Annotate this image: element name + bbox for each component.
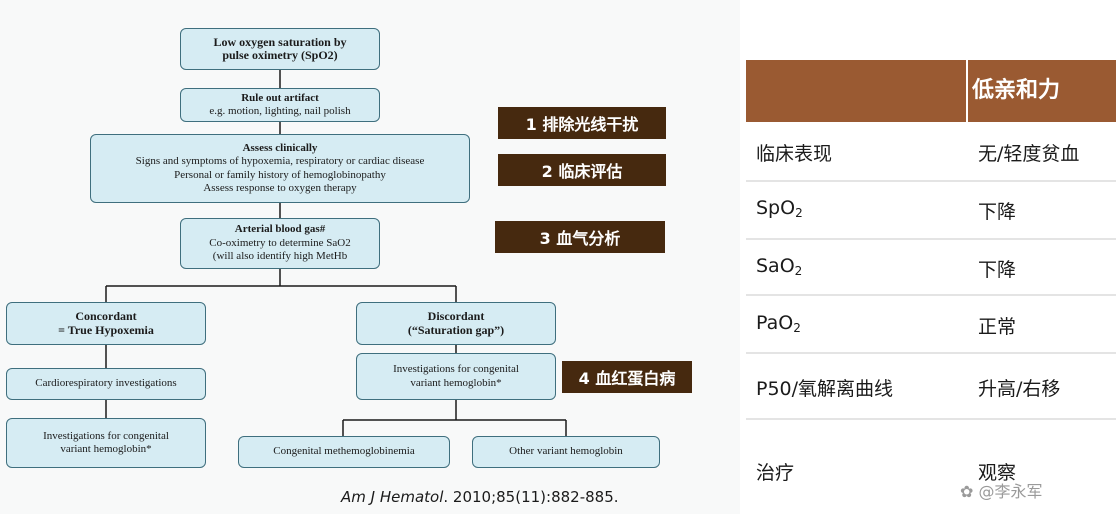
node-congenital-methemoglobinemia: Congenital methemoglobinemia — [238, 436, 450, 468]
node-discordant-line: (“Saturation gap”) — [407, 322, 505, 337]
node-concordant-title: Concordant — [75, 309, 137, 323]
row-key-subscript: 2 — [795, 206, 803, 220]
node-discordant: Discordant (“Saturation gap”) — [356, 302, 556, 345]
comparison-table: 低亲和力 临床表现 无/轻度贫血 SpO2 下降 SaO2 下降 PaO2 正常… — [746, 60, 1116, 514]
node-assess-clinically: Assess clinically Signs and symptoms of … — [90, 134, 470, 203]
node-abg-title: Arterial blood gas# — [234, 223, 326, 236]
node-inv-left-line-2: variant hemoglobin* — [60, 443, 152, 455]
table-row: 临床表现 无/轻度贫血 — [746, 122, 1116, 182]
node-assess-title: Assess clinically — [242, 141, 318, 154]
table-row: SaO2 下降 — [746, 240, 1116, 296]
row-value: 下降 — [978, 201, 1017, 223]
node-assess-line-2: Personal or family history of hemoglobin… — [174, 168, 386, 181]
row-key: 临床表现 — [756, 143, 833, 165]
citation-journal: Am J Hematol — [341, 488, 444, 506]
node-arterial-blood-gas: Arterial blood gas# Co-oximetry to deter… — [180, 218, 380, 269]
step-label-2: 2 临床评估 — [498, 154, 666, 186]
node-low-oxygen-saturation: Low oxygen saturation by pulse oximetry … — [180, 28, 380, 70]
flowchart-connectors — [105, 70, 567, 436]
row-key: PaO2 — [756, 312, 801, 335]
table-header: 低亲和力 — [746, 60, 1116, 122]
node-assess-line-1: Signs and symptoms of hypoxemia, respira… — [135, 155, 425, 167]
row-key-text: SaO — [756, 255, 795, 277]
node-other-variant: Other variant hemoglobin — [472, 436, 660, 468]
node-concordant: Concordant = True Hypoxemia — [6, 302, 206, 345]
row-value: 下降 — [978, 259, 1017, 281]
node-methb-line: Congenital methemoglobinemia — [273, 445, 415, 458]
table-row: SpO2 下降 — [746, 182, 1116, 240]
node-abg-line-1: Co-oximetry to determine SaO2 — [209, 236, 351, 249]
row-value: 观察 — [978, 462, 1017, 484]
row-value: 无/轻度贫血 — [978, 143, 1080, 165]
row-key-text: SpO — [756, 197, 796, 219]
node-inv-left-line-1: Investigations for congenital — [43, 429, 169, 442]
node-investigations-left: Investigations for congenital variant he… — [6, 418, 206, 468]
node-abg-line-2: (will also identify high MetHb — [212, 250, 348, 263]
watermark-text: @李永军 — [978, 482, 1043, 501]
table-row: 治疗 观察 — [746, 420, 1116, 514]
row-key: 治疗 — [756, 462, 795, 484]
node-discordant-title: Discordant — [427, 309, 485, 323]
row-key-subscript: 2 — [793, 321, 801, 335]
node-cardio-line: Cardiorespiratory investigations — [35, 377, 177, 390]
step-label-1: 1 排除光线干扰 — [498, 107, 666, 139]
row-key-text: PaO — [756, 312, 794, 334]
table-header-divider — [966, 60, 968, 122]
node-rule-out-artifact: Rule out artifact e.g. motion, lighting,… — [180, 88, 380, 122]
row-value: 正常 — [978, 316, 1017, 338]
row-value: 升高/右移 — [978, 378, 1061, 400]
node-cardiorespiratory: Cardiorespiratory investigations — [6, 368, 206, 400]
node-concordant-line: = True Hypoxemia — [58, 322, 154, 337]
node-rule-out-line: e.g. motion, lighting, nail polish — [209, 105, 351, 117]
step-label-4: 4 血红蛋白病 — [562, 361, 692, 393]
row-key-subscript: 2 — [794, 264, 803, 278]
step-label-3: 3 血气分析 — [495, 221, 665, 253]
table-row: P50/氧解离曲线 升高/右移 — [746, 354, 1116, 420]
node-low-oxygen-title: Low oxygen saturation by — [213, 34, 347, 49]
table-row: PaO2 正常 — [746, 296, 1116, 354]
node-inv-right-line-2: variant hemoglobin* — [410, 376, 502, 389]
row-key: SpO2 — [756, 197, 803, 220]
row-key: P50/氧解离曲线 — [756, 378, 894, 400]
node-investigations-right: Investigations for congenital variant he… — [356, 353, 556, 400]
flower-icon: ✿ — [960, 482, 974, 501]
table-header-label: 低亲和力 — [972, 78, 1061, 103]
citation-details: . 2010;85(11):882-885. — [443, 488, 619, 506]
node-inv-right-line-1: Investigations for congenital — [393, 363, 519, 375]
node-low-oxygen-line: pulse oximetry (SpO2) — [222, 48, 338, 62]
node-other-variant-line: Other variant hemoglobin — [509, 445, 623, 458]
node-assess-line-3: Assess response to oxygen therapy — [203, 182, 357, 194]
row-key: SaO2 — [756, 255, 802, 278]
citation: Am J Hematol. 2010;85(11):882-885. — [341, 488, 619, 506]
node-rule-out-title: Rule out artifact — [241, 91, 319, 104]
watermark-logo: ✿ @李永军 — [960, 478, 1043, 502]
